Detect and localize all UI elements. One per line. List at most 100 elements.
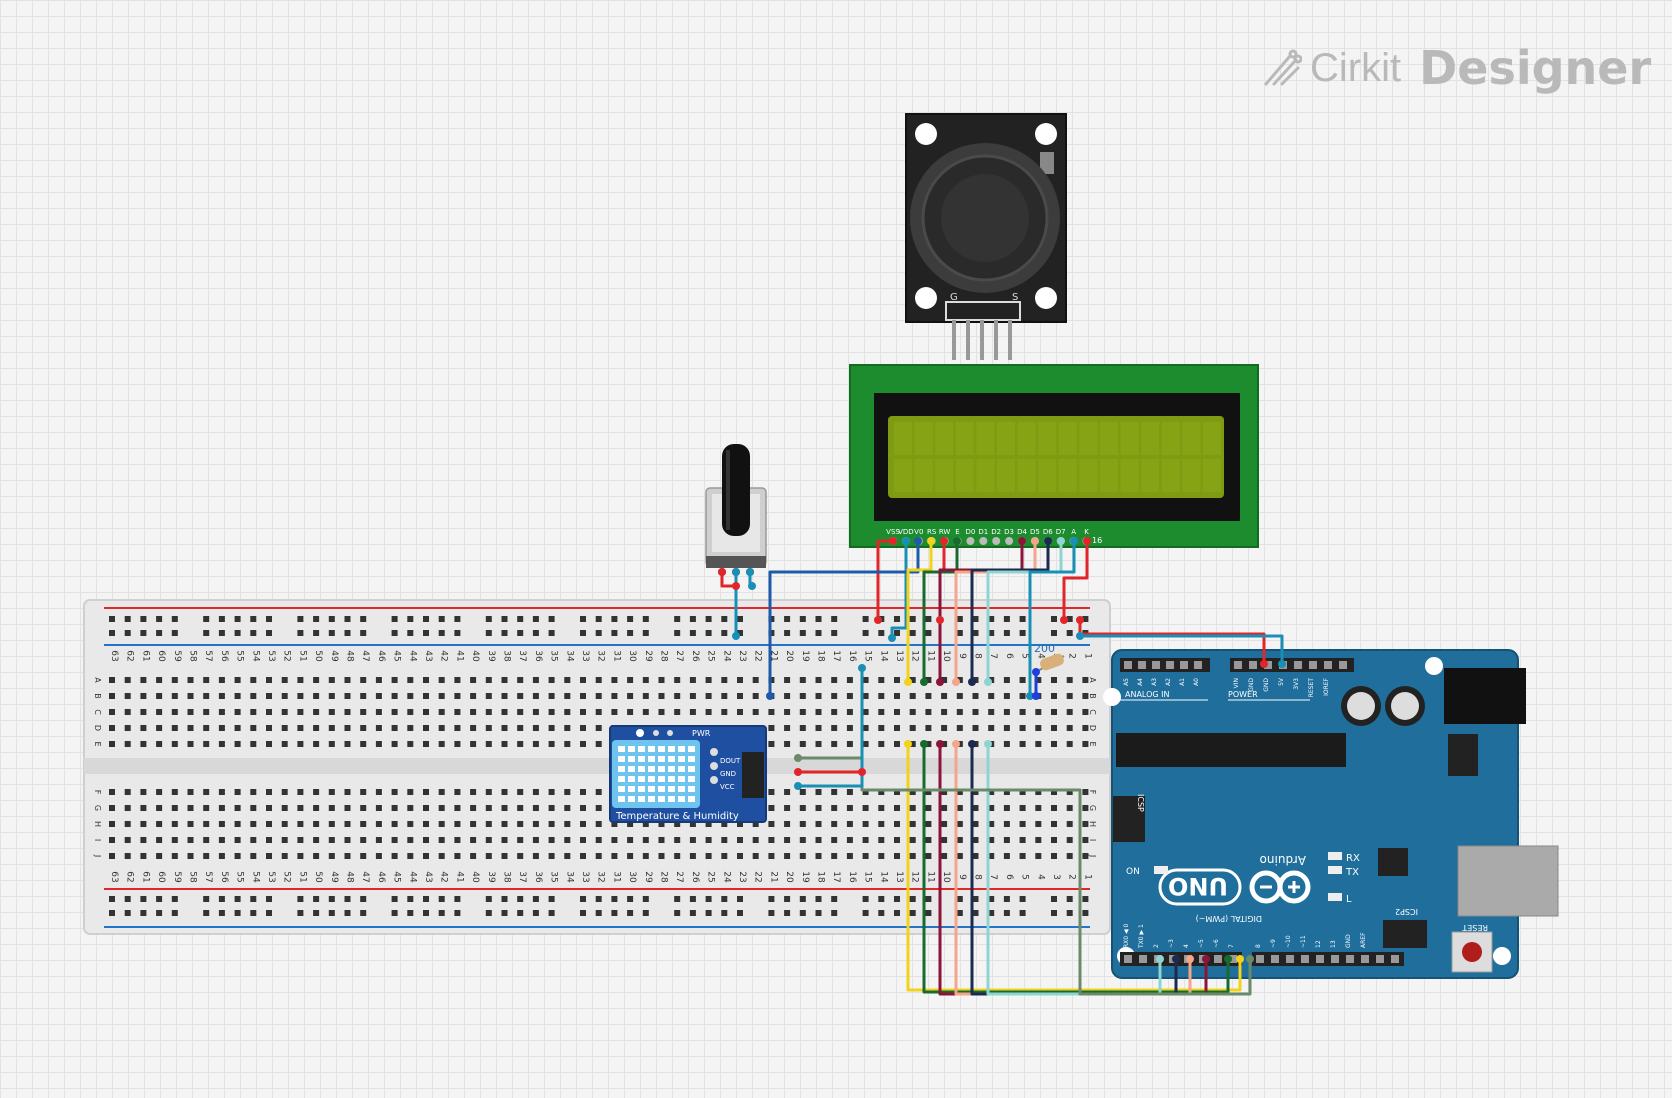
rail-hole[interactable] — [862, 630, 869, 636]
breadboard-hole[interactable] — [297, 789, 304, 795]
wire-endpoint[interactable] — [1026, 692, 1034, 700]
breadboard-hole[interactable] — [752, 837, 759, 843]
rail-hole[interactable] — [548, 630, 555, 636]
rail-hole[interactable] — [988, 910, 995, 916]
wire-endpoint[interactable] — [936, 616, 944, 624]
breadboard-hole[interactable] — [642, 821, 649, 827]
rail-hole[interactable] — [485, 910, 492, 916]
rail-hole[interactable] — [234, 910, 241, 916]
rail-hole[interactable] — [1019, 616, 1026, 622]
breadboard-hole[interactable] — [799, 709, 806, 715]
breadboard-hole[interactable] — [737, 837, 743, 843]
breadboard-hole[interactable] — [815, 725, 822, 731]
rail-hole[interactable] — [344, 896, 351, 902]
breadboard-hole[interactable] — [925, 853, 932, 859]
breadboard-hole[interactable] — [1082, 741, 1089, 747]
rail-hole[interactable] — [1082, 910, 1089, 916]
breadboard-hole[interactable] — [1019, 853, 1026, 859]
lcd-pin[interactable] — [966, 537, 975, 545]
breadboard-hole[interactable] — [517, 853, 524, 859]
rail-hole[interactable] — [705, 630, 712, 636]
breadboard-hole[interactable] — [313, 853, 320, 859]
breadboard-hole[interactable] — [203, 741, 210, 747]
lcd-pin[interactable] — [992, 537, 1001, 545]
breadboard-hole[interactable] — [266, 725, 272, 731]
breadboard-hole[interactable] — [218, 837, 225, 843]
rail-hole[interactable] — [454, 896, 461, 902]
breadboard-hole[interactable] — [878, 821, 885, 827]
wire-endpoint[interactable] — [794, 782, 802, 790]
breadboard-hole[interactable] — [485, 821, 492, 827]
breadboard-hole[interactable] — [878, 853, 885, 859]
breadboard-hole[interactable] — [988, 805, 995, 811]
breadboard-hole[interactable] — [281, 693, 288, 699]
breadboard-hole[interactable] — [972, 709, 979, 715]
breadboard-hole[interactable] — [674, 821, 681, 827]
breadboard-hole[interactable] — [423, 789, 429, 795]
breadboard-hole[interactable] — [297, 837, 304, 843]
breadboard-hole[interactable] — [203, 789, 210, 795]
breadboard-hole[interactable] — [501, 709, 508, 715]
breadboard-hole[interactable] — [1003, 725, 1010, 731]
breadboard-hole[interactable] — [1019, 821, 1026, 827]
rail-hole[interactable] — [218, 630, 225, 636]
breadboard-hole[interactable] — [328, 853, 335, 859]
wire-endpoint[interactable] — [984, 678, 992, 686]
rail-hole[interactable] — [642, 896, 649, 902]
breadboard-hole[interactable] — [564, 837, 571, 843]
wire-endpoint[interactable] — [920, 678, 928, 686]
breadboard-hole[interactable] — [988, 853, 995, 859]
breadboard-hole[interactable] — [501, 837, 508, 843]
breadboard-hole[interactable] — [124, 789, 131, 795]
pin-hole[interactable] — [1139, 955, 1147, 963]
wire-endpoint[interactable] — [1278, 660, 1286, 668]
rail-hole[interactable] — [627, 896, 634, 902]
breadboard-hole[interactable] — [642, 837, 649, 843]
breadboard-hole[interactable] — [768, 853, 775, 859]
breadboard-hole[interactable] — [627, 709, 634, 715]
breadboard-hole[interactable] — [815, 789, 822, 795]
wire-endpoint[interactable] — [1202, 955, 1210, 963]
breadboard-hole[interactable] — [1035, 709, 1042, 715]
rail-hole[interactable] — [266, 630, 272, 636]
breadboard-hole[interactable] — [375, 741, 382, 747]
breadboard-hole[interactable] — [658, 677, 665, 683]
breadboard-hole[interactable] — [1066, 741, 1073, 747]
breadboard-hole[interactable] — [878, 789, 885, 795]
breadboard-hole[interactable] — [423, 709, 429, 715]
wire-endpoint[interactable] — [927, 537, 935, 545]
breadboard-hole[interactable] — [360, 725, 367, 731]
breadboard-hole[interactable] — [595, 725, 602, 731]
breadboard-hole[interactable] — [831, 677, 838, 683]
breadboard-hole[interactable] — [266, 709, 272, 715]
rail-hole[interactable] — [956, 896, 963, 902]
breadboard-hole[interactable] — [360, 693, 367, 699]
breadboard-hole[interactable] — [1051, 741, 1057, 747]
breadboard-hole[interactable] — [1066, 725, 1073, 731]
breadboard-hole[interactable] — [407, 741, 414, 747]
rail-hole[interactable] — [532, 910, 539, 916]
breadboard-hole[interactable] — [328, 821, 335, 827]
wire-endpoint[interactable] — [1083, 537, 1091, 545]
breadboard-hole[interactable] — [328, 789, 335, 795]
breadboard-hole[interactable] — [925, 709, 932, 715]
rail-hole[interactable] — [171, 896, 178, 902]
rail-hole[interactable] — [407, 630, 414, 636]
rail-hole[interactable] — [234, 896, 241, 902]
breadboard-hole[interactable] — [1082, 853, 1089, 859]
breadboard-hole[interactable] — [642, 677, 649, 683]
breadboard-hole[interactable] — [705, 837, 712, 843]
rail-hole[interactable] — [627, 616, 634, 622]
breadboard-hole[interactable] — [784, 709, 791, 715]
breadboard-hole[interactable] — [956, 709, 963, 715]
rail-hole[interactable] — [548, 616, 555, 622]
breadboard-hole[interactable] — [909, 725, 916, 731]
breadboard-hole[interactable] — [548, 805, 555, 811]
breadboard-hole[interactable] — [407, 853, 414, 859]
breadboard-hole[interactable] — [909, 853, 916, 859]
breadboard-hole[interactable] — [203, 821, 210, 827]
breadboard-hole[interactable] — [580, 821, 586, 827]
breadboard-hole[interactable] — [580, 805, 586, 811]
breadboard-hole[interactable] — [768, 837, 775, 843]
rail-hole[interactable] — [862, 910, 869, 916]
